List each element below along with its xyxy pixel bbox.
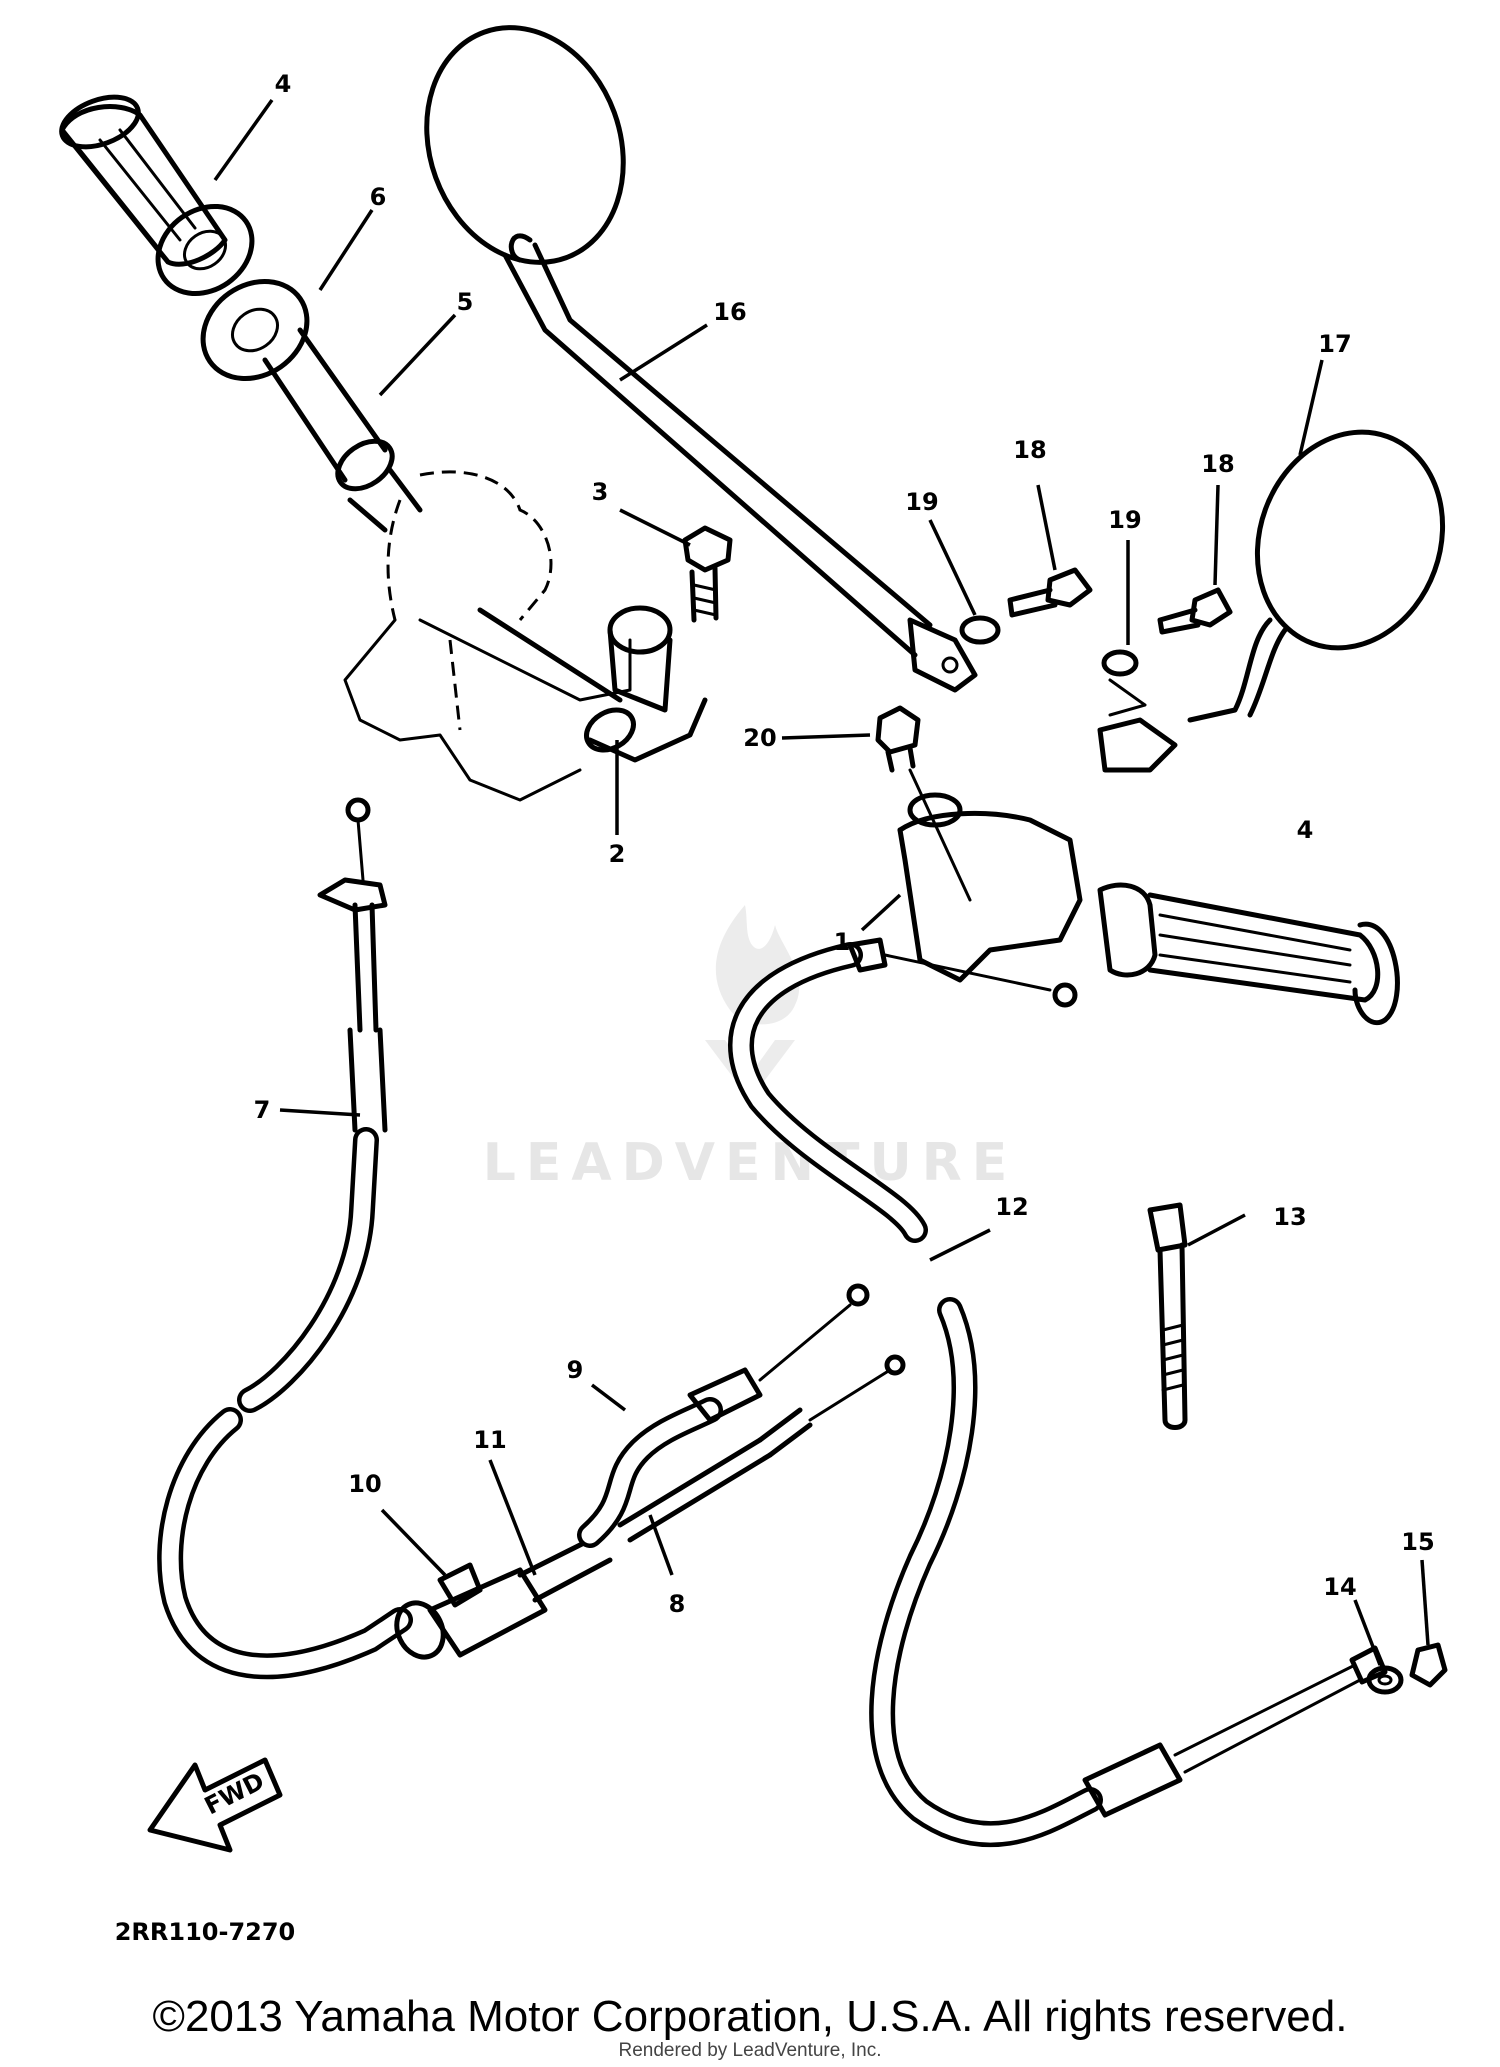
callout-4-left: 4 — [275, 70, 292, 98]
grip-left — [59, 94, 228, 267]
cable-8 — [617, 1354, 906, 1543]
callout-20: 20 — [743, 724, 776, 752]
cable-band-13 — [1147, 1202, 1188, 1430]
throttle-tube-5 — [262, 327, 423, 533]
nut-15 — [1409, 1642, 1448, 1688]
watermark-chevron-icon — [705, 1040, 795, 1100]
callout-18-right: 18 — [1013, 436, 1046, 464]
bolt-3 — [682, 525, 733, 623]
callout-18-left: 18 — [1201, 450, 1234, 478]
callout-4-right: 4 — [1297, 816, 1314, 844]
cable-12 — [728, 937, 1388, 1848]
callout-12: 12 — [995, 1193, 1028, 1221]
cable-7 — [157, 797, 413, 1680]
cable-9 — [577, 1283, 870, 1548]
callout-19-left: 19 — [1108, 506, 1141, 534]
callout-14: 14 — [1323, 1573, 1356, 1601]
mirror-17 — [1097, 429, 1446, 773]
callout-9: 9 — [567, 1356, 584, 1384]
cable-junction — [394, 1532, 613, 1660]
callout-2: 2 — [609, 840, 626, 868]
mirror-16 — [424, 25, 978, 693]
callout-13: 13 — [1273, 1203, 1306, 1231]
spacer-6 — [155, 203, 310, 382]
rendered-by-note: Rendered by LeadVenture, Inc. — [618, 2040, 882, 2061]
callout-5: 5 — [457, 288, 474, 316]
watermark: LEADVENTURE — [483, 905, 1018, 1193]
cap-20 — [875, 705, 921, 773]
callout-8: 8 — [669, 1590, 686, 1618]
callout-7: 7 — [254, 1096, 271, 1124]
callout-3: 3 — [592, 478, 609, 506]
callout-17: 17 — [1318, 330, 1351, 358]
right-switch-grip — [897, 768, 1400, 1025]
callout-19-right: 19 — [905, 488, 938, 516]
fwd-arrow-icon: FWD — [147, 1757, 283, 1853]
drawing-code: 2RR110-7270 — [115, 1918, 296, 1946]
callout-15: 15 — [1401, 1528, 1434, 1556]
bolt-18-right — [959, 567, 1093, 645]
throttle-bracket — [584, 605, 708, 763]
watermark-text: LEADVENTURE — [483, 1133, 1018, 1193]
throttle-housing — [343, 470, 632, 802]
callout-11: 11 — [473, 1426, 506, 1454]
callout-1: 1 — [834, 928, 851, 956]
washer-14 — [1366, 1665, 1404, 1695]
bolt-18-left — [1101, 587, 1233, 677]
copyright-notice: ©2013 Yamaha Motor Corporation, U.S.A. A… — [152, 1992, 1348, 2041]
callout-16: 16 — [713, 298, 746, 326]
callout-6: 6 — [370, 183, 387, 211]
leader-lines — [213, 98, 1430, 1666]
callout-10: 10 — [348, 1470, 381, 1498]
